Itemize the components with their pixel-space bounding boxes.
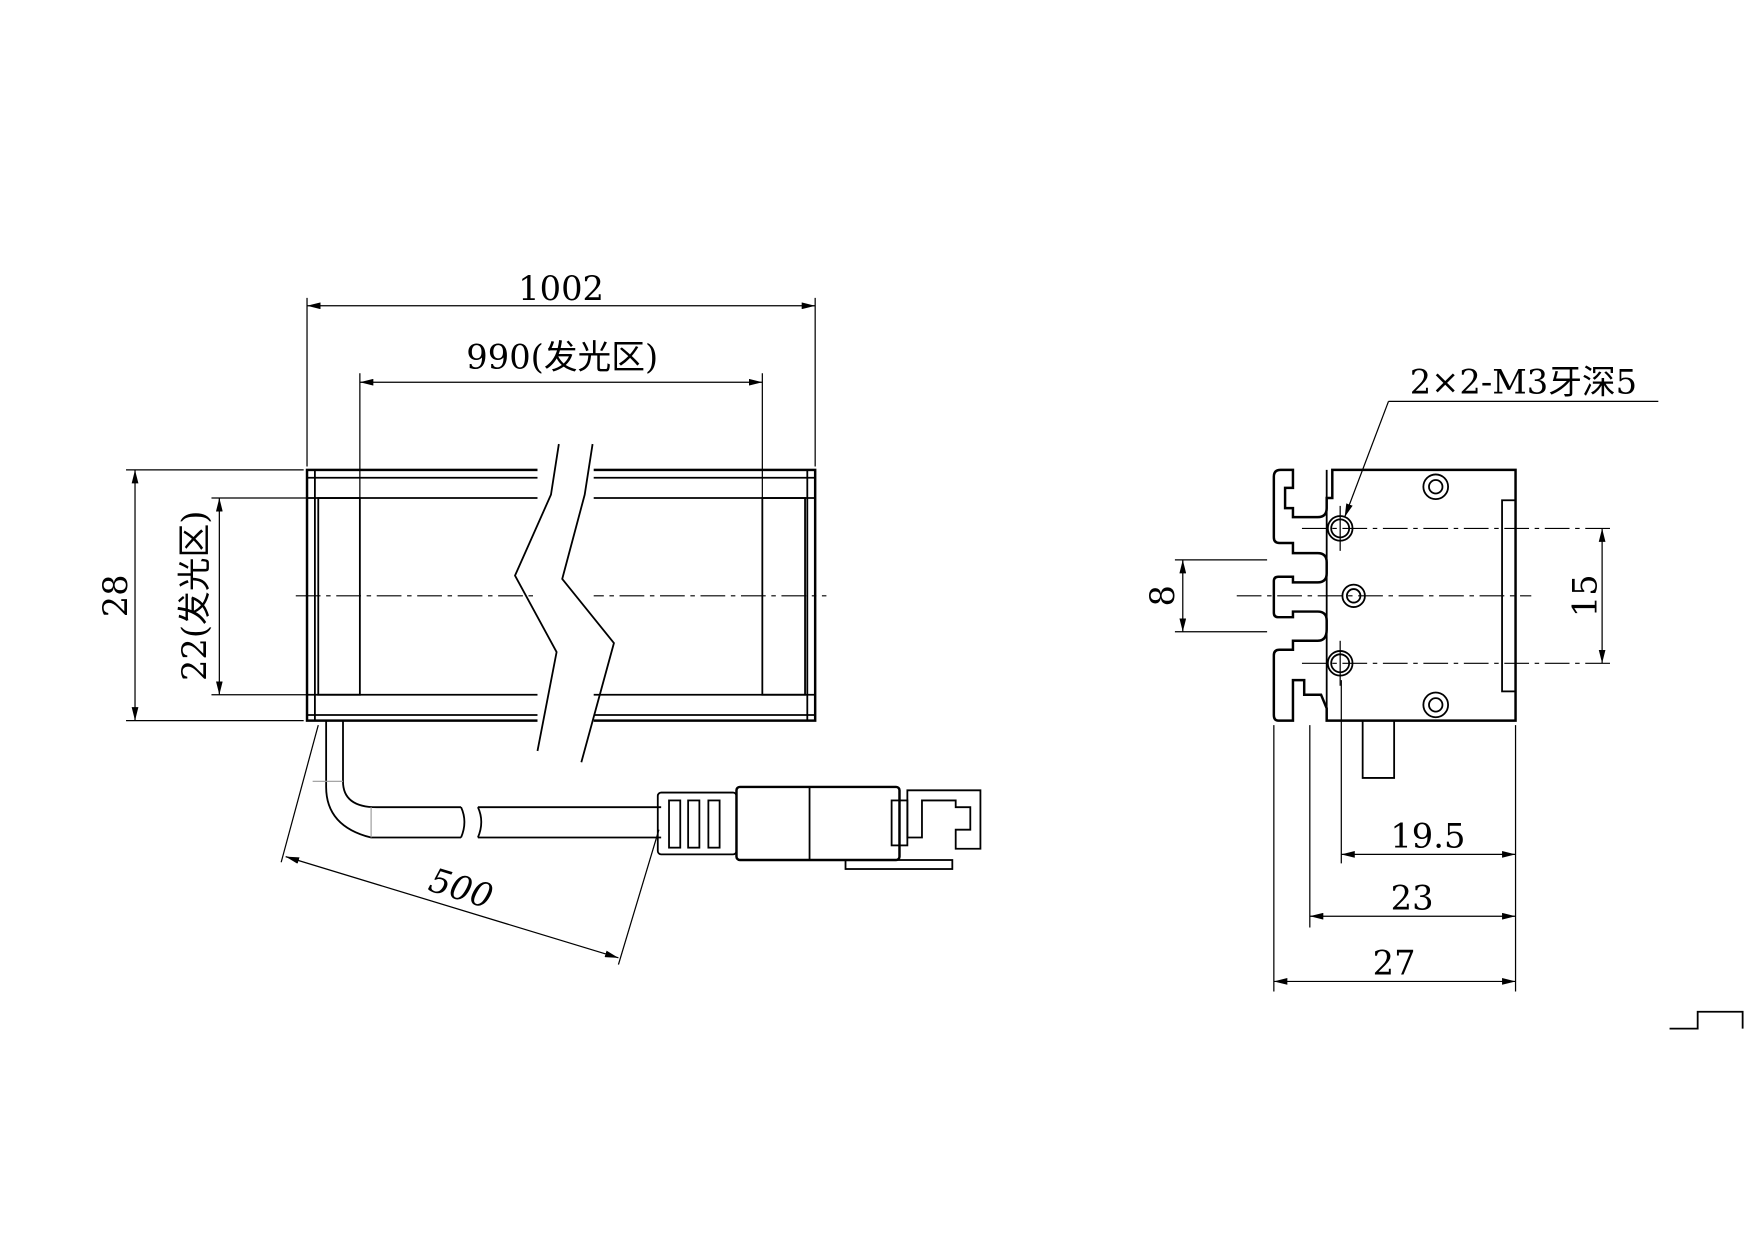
break-line <box>561 443 615 763</box>
dim-overall-height: 28 <box>96 574 135 617</box>
corner-mark <box>1669 1010 1744 1030</box>
dim-19-5: 19.5 <box>1390 817 1465 856</box>
cable-stub <box>1361 720 1396 779</box>
connector <box>656 785 982 870</box>
dim-27: 27 <box>1373 944 1416 983</box>
dim-emitting-height: 22(发光区) <box>175 511 214 681</box>
front-view: 1002 990(发光区) 28 22(发光区) <box>96 269 982 965</box>
side-view: 2×2-M3牙深5 8 15 19.5 23 27 <box>1143 362 1659 992</box>
break-line <box>514 443 560 752</box>
dim-emitting-length: 990(发光区) <box>466 338 658 377</box>
thread-callout: 2×2-M3牙深5 <box>1410 362 1637 401</box>
dim-cable-length: 500 <box>425 860 498 916</box>
aluminum-profile <box>1272 468 1517 722</box>
dim-hole-spacing-large: 15 <box>1565 574 1604 617</box>
cable <box>312 720 662 839</box>
dim-23: 23 <box>1391 878 1434 917</box>
dim-overall-length: 1002 <box>518 269 604 308</box>
dim-hole-spacing-small: 8 <box>1143 585 1182 606</box>
